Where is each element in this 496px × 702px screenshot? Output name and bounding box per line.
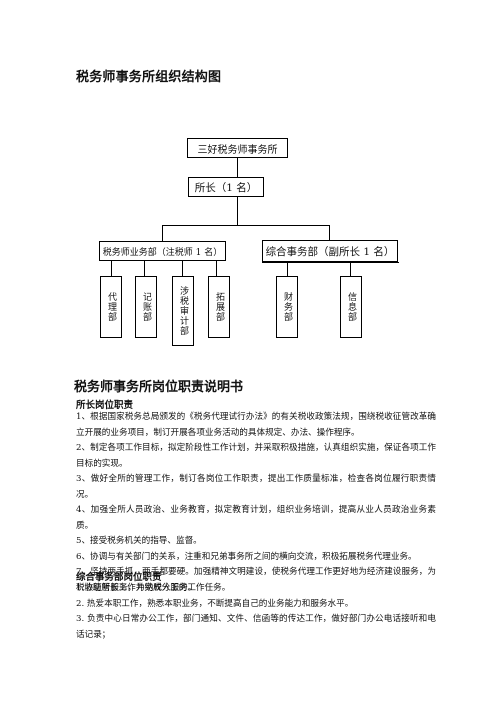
duties-title: 税务师事务所岗位职责说明书: [74, 380, 244, 395]
admin-dept-box: 综合事务部（副所长 1 名）: [262, 240, 398, 262]
list-item: 7、坚持两手抓，两手都要硬。加强精神文明建设，使税务代理工作更好地为经济建设服务…: [76, 567, 436, 593]
section-body: 1、根据国家税务总局颁发的《税务代理试行办法》的有关税收政策法规，围绕税收征管改…: [76, 410, 436, 596]
list-item: 2. 热爱本职工作，熟悉本职业务，不断提高自己的业务能力和服务水平。: [76, 598, 354, 609]
list-item: 6、协调与有关部门的关系，注重和兄弟事务所之间的横向交流，积极拓展税务代理业务。: [76, 551, 417, 562]
connector: [287, 262, 288, 276]
list-item: 5、接受税务机关的指导、监督。: [76, 536, 202, 546]
connector: [329, 225, 330, 241]
connector: [182, 261, 183, 276]
connector: [350, 262, 351, 276]
finance-dept-box: 财务部: [276, 276, 298, 338]
agency-dept-box: 代理部: [100, 276, 122, 338]
list-item: 4、加强全所人员政治、业务教育，拟定教育计划，组织业务培训，提高从业人员政治业务…: [76, 505, 436, 531]
bookkeeping-dept-box: 记账部: [135, 276, 157, 338]
connector: [216, 261, 217, 276]
section-heading: 所长岗位职责: [76, 400, 134, 411]
info-dept-box: 信息部: [340, 276, 362, 338]
connector: [237, 158, 238, 177]
connector: [237, 197, 238, 225]
connector: [162, 225, 330, 226]
list-item: 1、根据国家税务总局颁发的《税务代理试行办法》的有关税收政策法规，围绕税收征管改…: [76, 412, 436, 438]
list-item: 3. 负责中心日常办公工作，部门通知、文件、信函等的传达工作，做好部门办公电话接…: [76, 614, 436, 640]
list-item: 1.协助所长工作并完成分工的工作任务。: [76, 583, 231, 593]
connector: [162, 225, 163, 241]
expansion-dept-box: 拓展部: [208, 276, 230, 338]
section-heading: 综合事务部岗位职责: [76, 572, 162, 583]
org-chart-title: 税务师事务所组织结构图: [76, 70, 222, 85]
list-item: 2、制定各项工作目标，拟定阶段性工作计划，并采取积极措施，认真组织实施，保证各项…: [76, 443, 436, 469]
connector: [144, 261, 145, 276]
section-body: 1.协助所长工作并完成分工的工作任务。 2. 热爱本职工作，熟悉本职业务，不断提…: [76, 581, 436, 643]
director-box: 所长（1 名）: [188, 177, 264, 197]
firm-box: 三好税务师事务所: [187, 138, 288, 158]
business-dept-box: 税务师业务部（注税师 1 名）: [99, 241, 226, 261]
tax-audit-dept-box: 涉税审计部: [172, 276, 194, 346]
connector: [111, 261, 112, 276]
connector: [262, 262, 399, 263]
list-item: 3、做好全所的管理工作，制订各岗位工作职责，提出工作质量标准，检查各岗位履行职责…: [76, 474, 436, 500]
